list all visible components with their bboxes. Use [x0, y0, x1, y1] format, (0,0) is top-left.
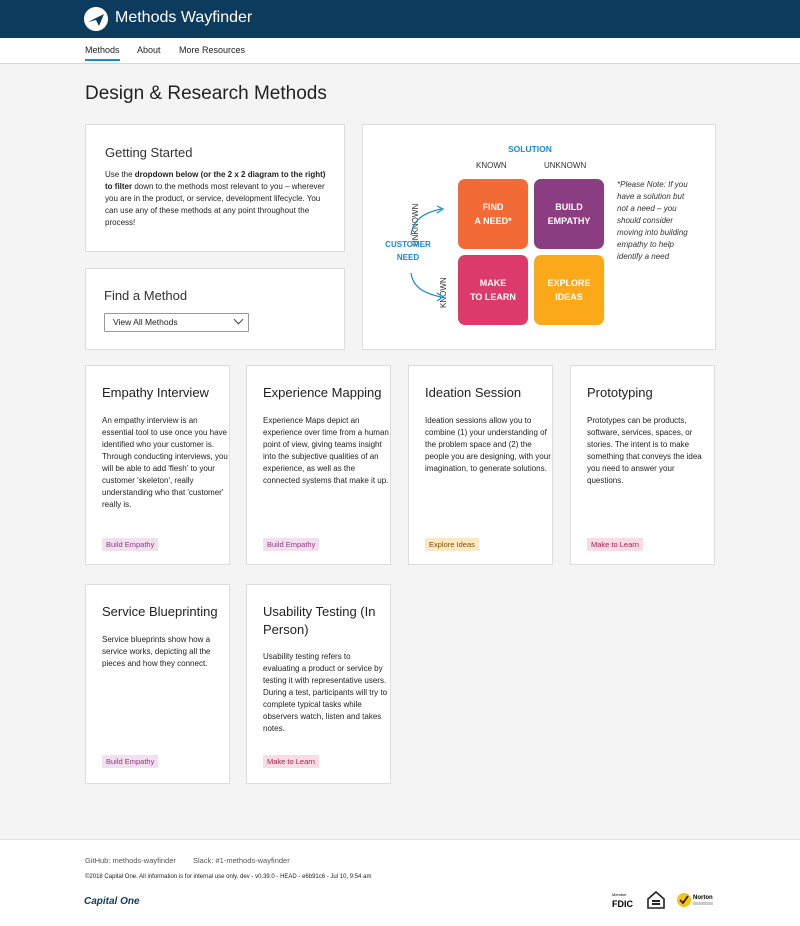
diagram-note: *Please Note: If you have a solution but… [617, 180, 688, 261]
quadrant-explore-ideas[interactable]: EXPLORE IDEAS [534, 255, 604, 325]
quadrant-build-empathy[interactable]: BUILD EMPATHY [534, 179, 604, 249]
tag-build-empathy[interactable]: Build Empathy [102, 755, 159, 768]
find-method-panel: Find a Method View All Methods [85, 268, 345, 350]
quadrant-explore-line2: IDEAS [555, 292, 583, 302]
method-card-experience-mapping[interactable]: Experience Mapping Experience Maps depic… [246, 365, 391, 565]
svg-text:Norton: Norton [693, 895, 713, 901]
card-description: Prototypes can be products, software, se… [587, 416, 702, 485]
svg-text:Member: Member [612, 892, 627, 897]
two-by-two-diagram: SOLUTION KNOWN UNKNOWN UNKNOWN KNOWN CUS… [362, 124, 716, 350]
quadrant-find-line2: A NEED* [474, 216, 512, 226]
nav-bar: Methods About More Resources [0, 38, 800, 64]
solution-unknown-label: UNKNOWN [544, 161, 587, 170]
getting-started-text-end: down to the methods most relevant to you… [105, 182, 325, 227]
top-bar: Methods Wayfinder [0, 0, 800, 38]
app-logo-icon[interactable] [84, 7, 108, 31]
tag-make-to-learn[interactable]: Make to Learn [263, 755, 319, 768]
card-description: Experience Maps depict an experience ove… [263, 416, 389, 485]
capital-one-logo: Capital One [84, 896, 140, 907]
nav-methods[interactable]: Methods [85, 45, 120, 61]
svg-text:FDIC: FDIC [612, 899, 633, 909]
quadrant-find-a-need[interactable]: FIND A NEED* [458, 179, 528, 249]
method-filter-select[interactable]: View All Methods [104, 313, 249, 332]
card-title: Prototyping [587, 385, 653, 400]
app-title[interactable]: Methods Wayfinder [115, 9, 253, 26]
getting-started-panel: Getting Started Use the dropdown below (… [85, 124, 345, 252]
method-card-empathy-interview[interactable]: Empathy Interview An empathy interview i… [85, 365, 230, 565]
customer-need-line1: CUSTOMER [385, 240, 431, 249]
nav-about[interactable]: About [137, 45, 161, 55]
equal-housing-icon [647, 890, 665, 909]
tag-make-to-learn[interactable]: Make to Learn [587, 538, 643, 551]
tag-build-empathy[interactable]: Build Empathy [102, 538, 159, 551]
nav-more-resources[interactable]: More Resources [179, 45, 246, 55]
getting-started-title: Getting Started [105, 145, 193, 160]
card-title: Ideation Session [425, 385, 522, 400]
card-description: Ideation sessions allow you to combine (… [425, 416, 551, 473]
norton-secured-icon: Norton [677, 893, 713, 907]
slack-link[interactable]: Slack: #1-methods-wayfinder [193, 856, 290, 865]
copyright-text: ©2018 Capital One. All information is fo… [85, 874, 372, 880]
quadrant-build-line1: BUILD [555, 202, 583, 212]
quadrant-make-to-learn[interactable]: MAKE TO LEARN [458, 255, 528, 325]
solution-known-label: KNOWN [476, 161, 507, 170]
method-card-ideation-session[interactable]: Ideation Session Ideation sessions allow… [408, 365, 553, 565]
quadrant-build-line2: EMPATHY [547, 216, 591, 226]
page-title: Design & Research Methods [85, 83, 327, 104]
quadrant-make-line2: TO LEARN [470, 292, 516, 302]
method-filter-value: View All Methods [113, 317, 178, 327]
footer: GitHub: methods-wayfinder Slack: #1-meth… [0, 839, 800, 926]
customer-need-label: CUSTOMER NEED [381, 238, 435, 264]
method-card-prototyping[interactable]: Prototyping Prototypes can be products, … [570, 365, 715, 565]
arrows-icon [410, 205, 445, 302]
card-title: Service Blueprinting [102, 604, 218, 619]
method-card-service-blueprinting[interactable]: Service Blueprinting Service blueprints … [85, 584, 230, 784]
fdic-icon: Member FDIC [612, 892, 633, 909]
github-link[interactable]: GitHub: methods-wayfinder [85, 856, 176, 865]
quadrant-explore-line1: EXPLORE [547, 278, 591, 288]
chevron-down-icon [233, 314, 244, 325]
card-description: An empathy interview is an essential too… [102, 416, 228, 509]
card-description: Service blueprints show how a service wo… [102, 635, 211, 668]
getting-started-text: Use the dropdown below (or the 2 x 2 dia… [105, 169, 327, 229]
method-card-usability-testing[interactable]: Usability Testing (In Person) Usability … [246, 584, 391, 784]
customer-need-line2: NEED [396, 253, 420, 262]
tag-build-empathy[interactable]: Build Empathy [263, 538, 320, 551]
tag-explore-ideas[interactable]: Explore Ideas [425, 538, 479, 551]
quadrant-make-line1: MAKE [479, 278, 507, 288]
find-method-title: Find a Method [104, 288, 188, 303]
solution-label: SOLUTION [508, 144, 552, 154]
card-title: Empathy Interview [102, 385, 209, 400]
quadrant-find-line1: FIND [482, 202, 504, 212]
card-title: Usability Testing (In Person) [263, 604, 376, 637]
card-description: Usability testing refers to evaluating a… [263, 652, 388, 733]
card-title: Experience Mapping [263, 385, 382, 400]
getting-started-text-bold: dropdown below (or the 2 x 2 diagram to … [105, 170, 326, 191]
getting-started-text-start: Use the [105, 170, 135, 179]
